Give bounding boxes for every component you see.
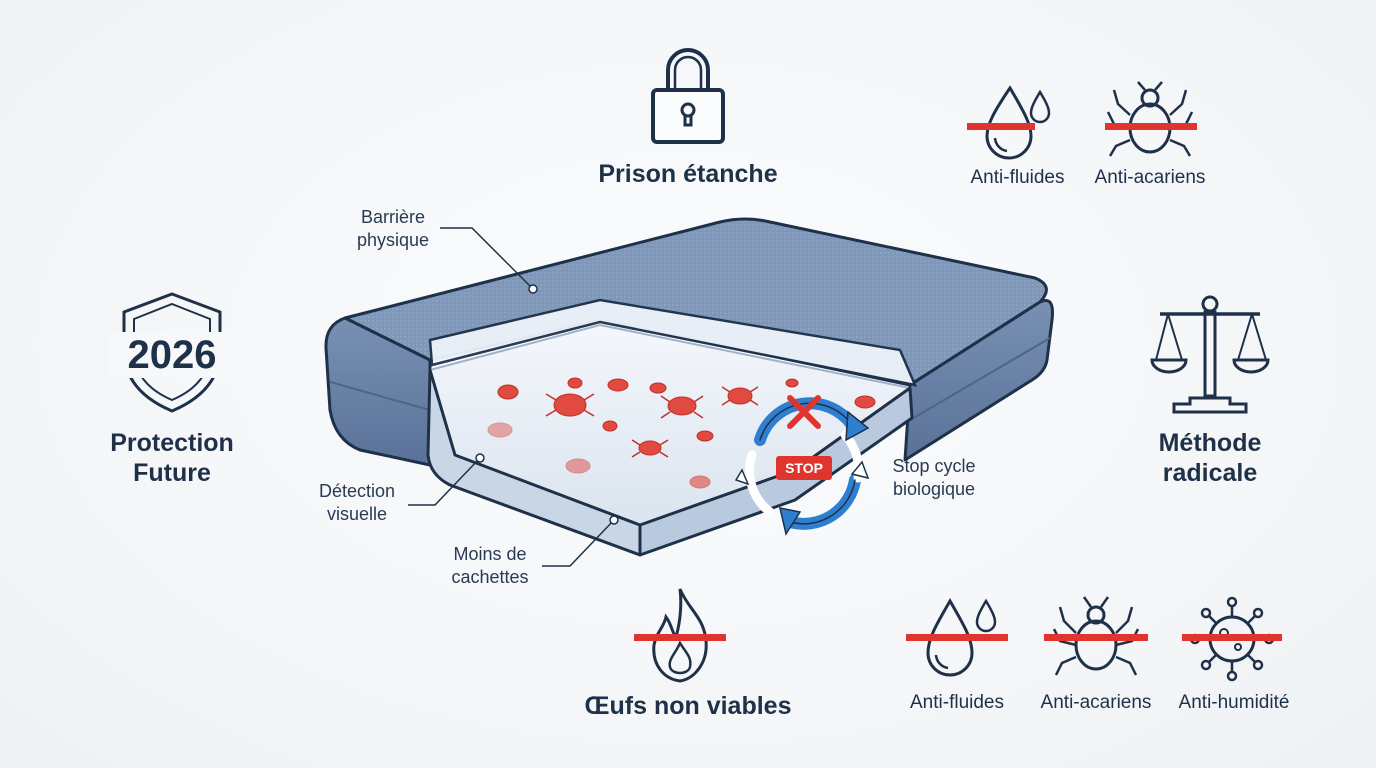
feature-label: Anti-acariens [1094,167,1206,188]
bottom-title: Œufs non viables [584,692,792,720]
mite-icon [1105,81,1197,157]
right-title-line2: radicale [1162,459,1258,487]
callout-line: biologique [892,479,976,499]
feature-label: Anti-humidité [1178,692,1290,713]
callout-line: Stop cycle [892,456,976,476]
feature-label: Anti-fluides [970,167,1065,188]
virus-icon [1182,596,1282,682]
callout-detection: Détection visuelle [300,480,414,526]
feature-anti-acariens-bottom: Anti-acariens [1040,593,1152,723]
callout-hiding: Moins de cachettes [434,543,546,589]
feature-anti-fluides-bottom: Anti-fluides [902,593,1012,723]
bedbug-group [487,377,876,489]
water-drop-icon [967,85,1051,160]
feature-anti-fluides-top: Anti-fluides [965,80,1075,210]
mite-icon [1044,596,1148,676]
feature-anti-acariens-top: Anti-acariens [1090,80,1220,210]
feature-label: Anti-fluides [910,692,1004,713]
cycle-arrows-icon [745,397,864,530]
callout-barrier: Barrière physique [338,206,448,252]
mattress-side-left [324,316,432,467]
left-title-line1: Protection [110,429,234,457]
callout-line: Barrière [360,207,426,227]
padlock-icon [651,48,725,144]
flame-icon [634,588,726,683]
feature-anti-humidite-bottom: Anti-humidité [1179,593,1289,723]
right-title-line1: Méthode [1158,429,1262,457]
feature-label: Anti-acariens [1040,692,1152,713]
balance-scale-icon [1150,295,1270,414]
callout-line: cachettes [451,567,529,587]
stop-badge: STOP [776,456,832,480]
callout-stop-cycle: Stop cycle biologique [878,455,990,501]
callout-line: physique [356,230,430,250]
callout-line: Détection [318,481,396,501]
year-badge: 2026 [110,332,234,378]
callout-line: visuelle [326,504,388,524]
cross-icon [787,395,821,429]
water-drop-icon [906,598,1008,677]
top-title: Prison étanche [598,160,778,188]
right-title: Méthode radicale [1130,428,1290,488]
left-title-line2: Future [133,459,211,487]
callout-line: Moins de [453,544,527,564]
left-title: Protection Future [92,428,252,488]
